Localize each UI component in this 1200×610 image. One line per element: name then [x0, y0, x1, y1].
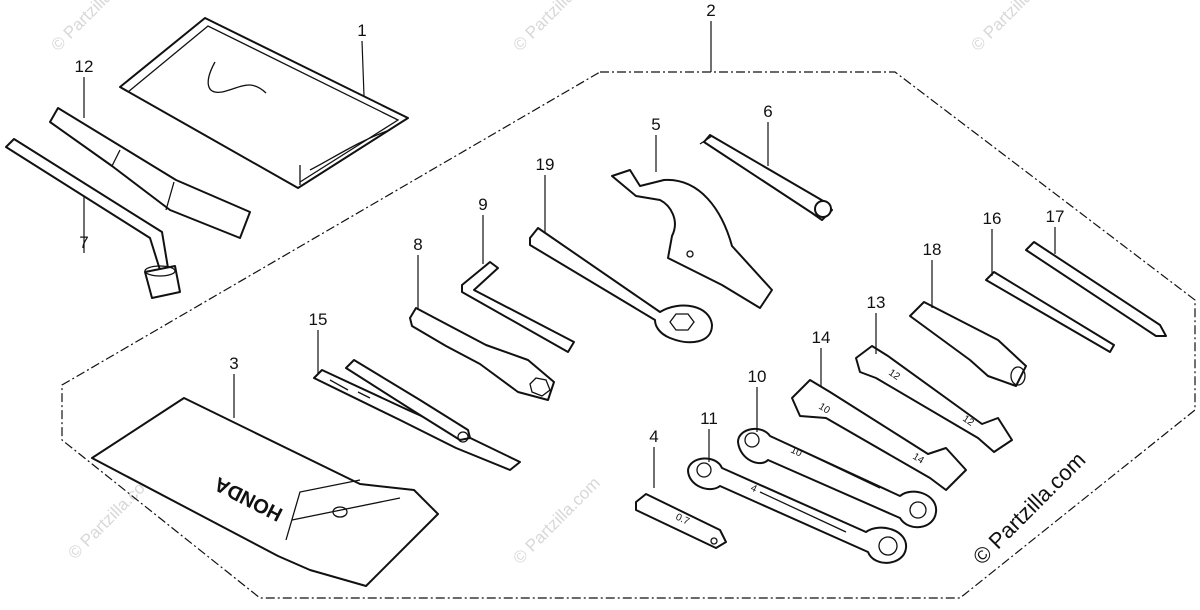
tool-case[interactable]: HONDA [91, 397, 439, 587]
watermark: © Partzilla.com [509, 0, 603, 55]
watermark: © Partzilla.com [509, 473, 603, 567]
open-wrench-13[interactable]: 12 12 [855, 345, 1013, 453]
callout-14: 14 [812, 328, 831, 347]
gauge[interactable]: 0.7 [635, 493, 727, 549]
callout-11: 11 [700, 409, 718, 428]
screwdriver-flat[interactable] [985, 271, 1115, 353]
pliers[interactable] [313, 359, 521, 471]
callout-18: 18 [923, 240, 942, 259]
open-wrench-14[interactable]: 10 14 [791, 379, 967, 491]
screwdriver-grip[interactable] [909, 301, 1027, 387]
callout-5: 5 [651, 115, 660, 134]
leader-line-1 [361, 40, 365, 97]
tool-bag[interactable] [119, 17, 409, 189]
callout-3: 3 [229, 354, 238, 373]
handle[interactable] [49, 107, 251, 239]
callout-16: 16 [983, 209, 1002, 228]
wrench-size-label: 4 [749, 483, 759, 496]
watermark: © Partzilla.com [967, 0, 1061, 55]
callout-12: 12 [75, 57, 94, 76]
callout-6: 6 [763, 102, 772, 121]
pin-spanner[interactable] [529, 227, 713, 344]
socket-wrench[interactable] [409, 307, 555, 401]
tool-set-boundary [61, 71, 1196, 599]
callout-10: 10 [748, 367, 767, 386]
wrench-10[interactable]: 10 [737, 427, 938, 528]
callout-19: 19 [536, 155, 555, 174]
callout-4: 4 [649, 427, 658, 446]
callout-1: 1 [357, 21, 366, 40]
hex-wrench[interactable] [461, 261, 575, 353]
screwdriver-phillips[interactable] [1025, 241, 1167, 337]
wrench-size-label: 10 [789, 445, 804, 460]
callout-13: 13 [867, 293, 886, 312]
spanner-wrench[interactable] [611, 169, 773, 309]
callout-8: 8 [413, 235, 422, 254]
wrench-11[interactable]: 4 [687, 457, 908, 564]
extension-bar[interactable] [699, 134, 833, 221]
callout-2: 2 [706, 1, 715, 20]
gauge-label: 0.7 [674, 512, 692, 528]
callouts: 12345678910111213141516171819 [75, 1, 1065, 488]
watermark: © Partzilla.com [47, 0, 141, 55]
box-wrench[interactable] [5, 138, 181, 299]
callout-17: 17 [1046, 207, 1065, 226]
callout-15: 15 [309, 310, 328, 329]
callout-9: 9 [478, 195, 487, 214]
